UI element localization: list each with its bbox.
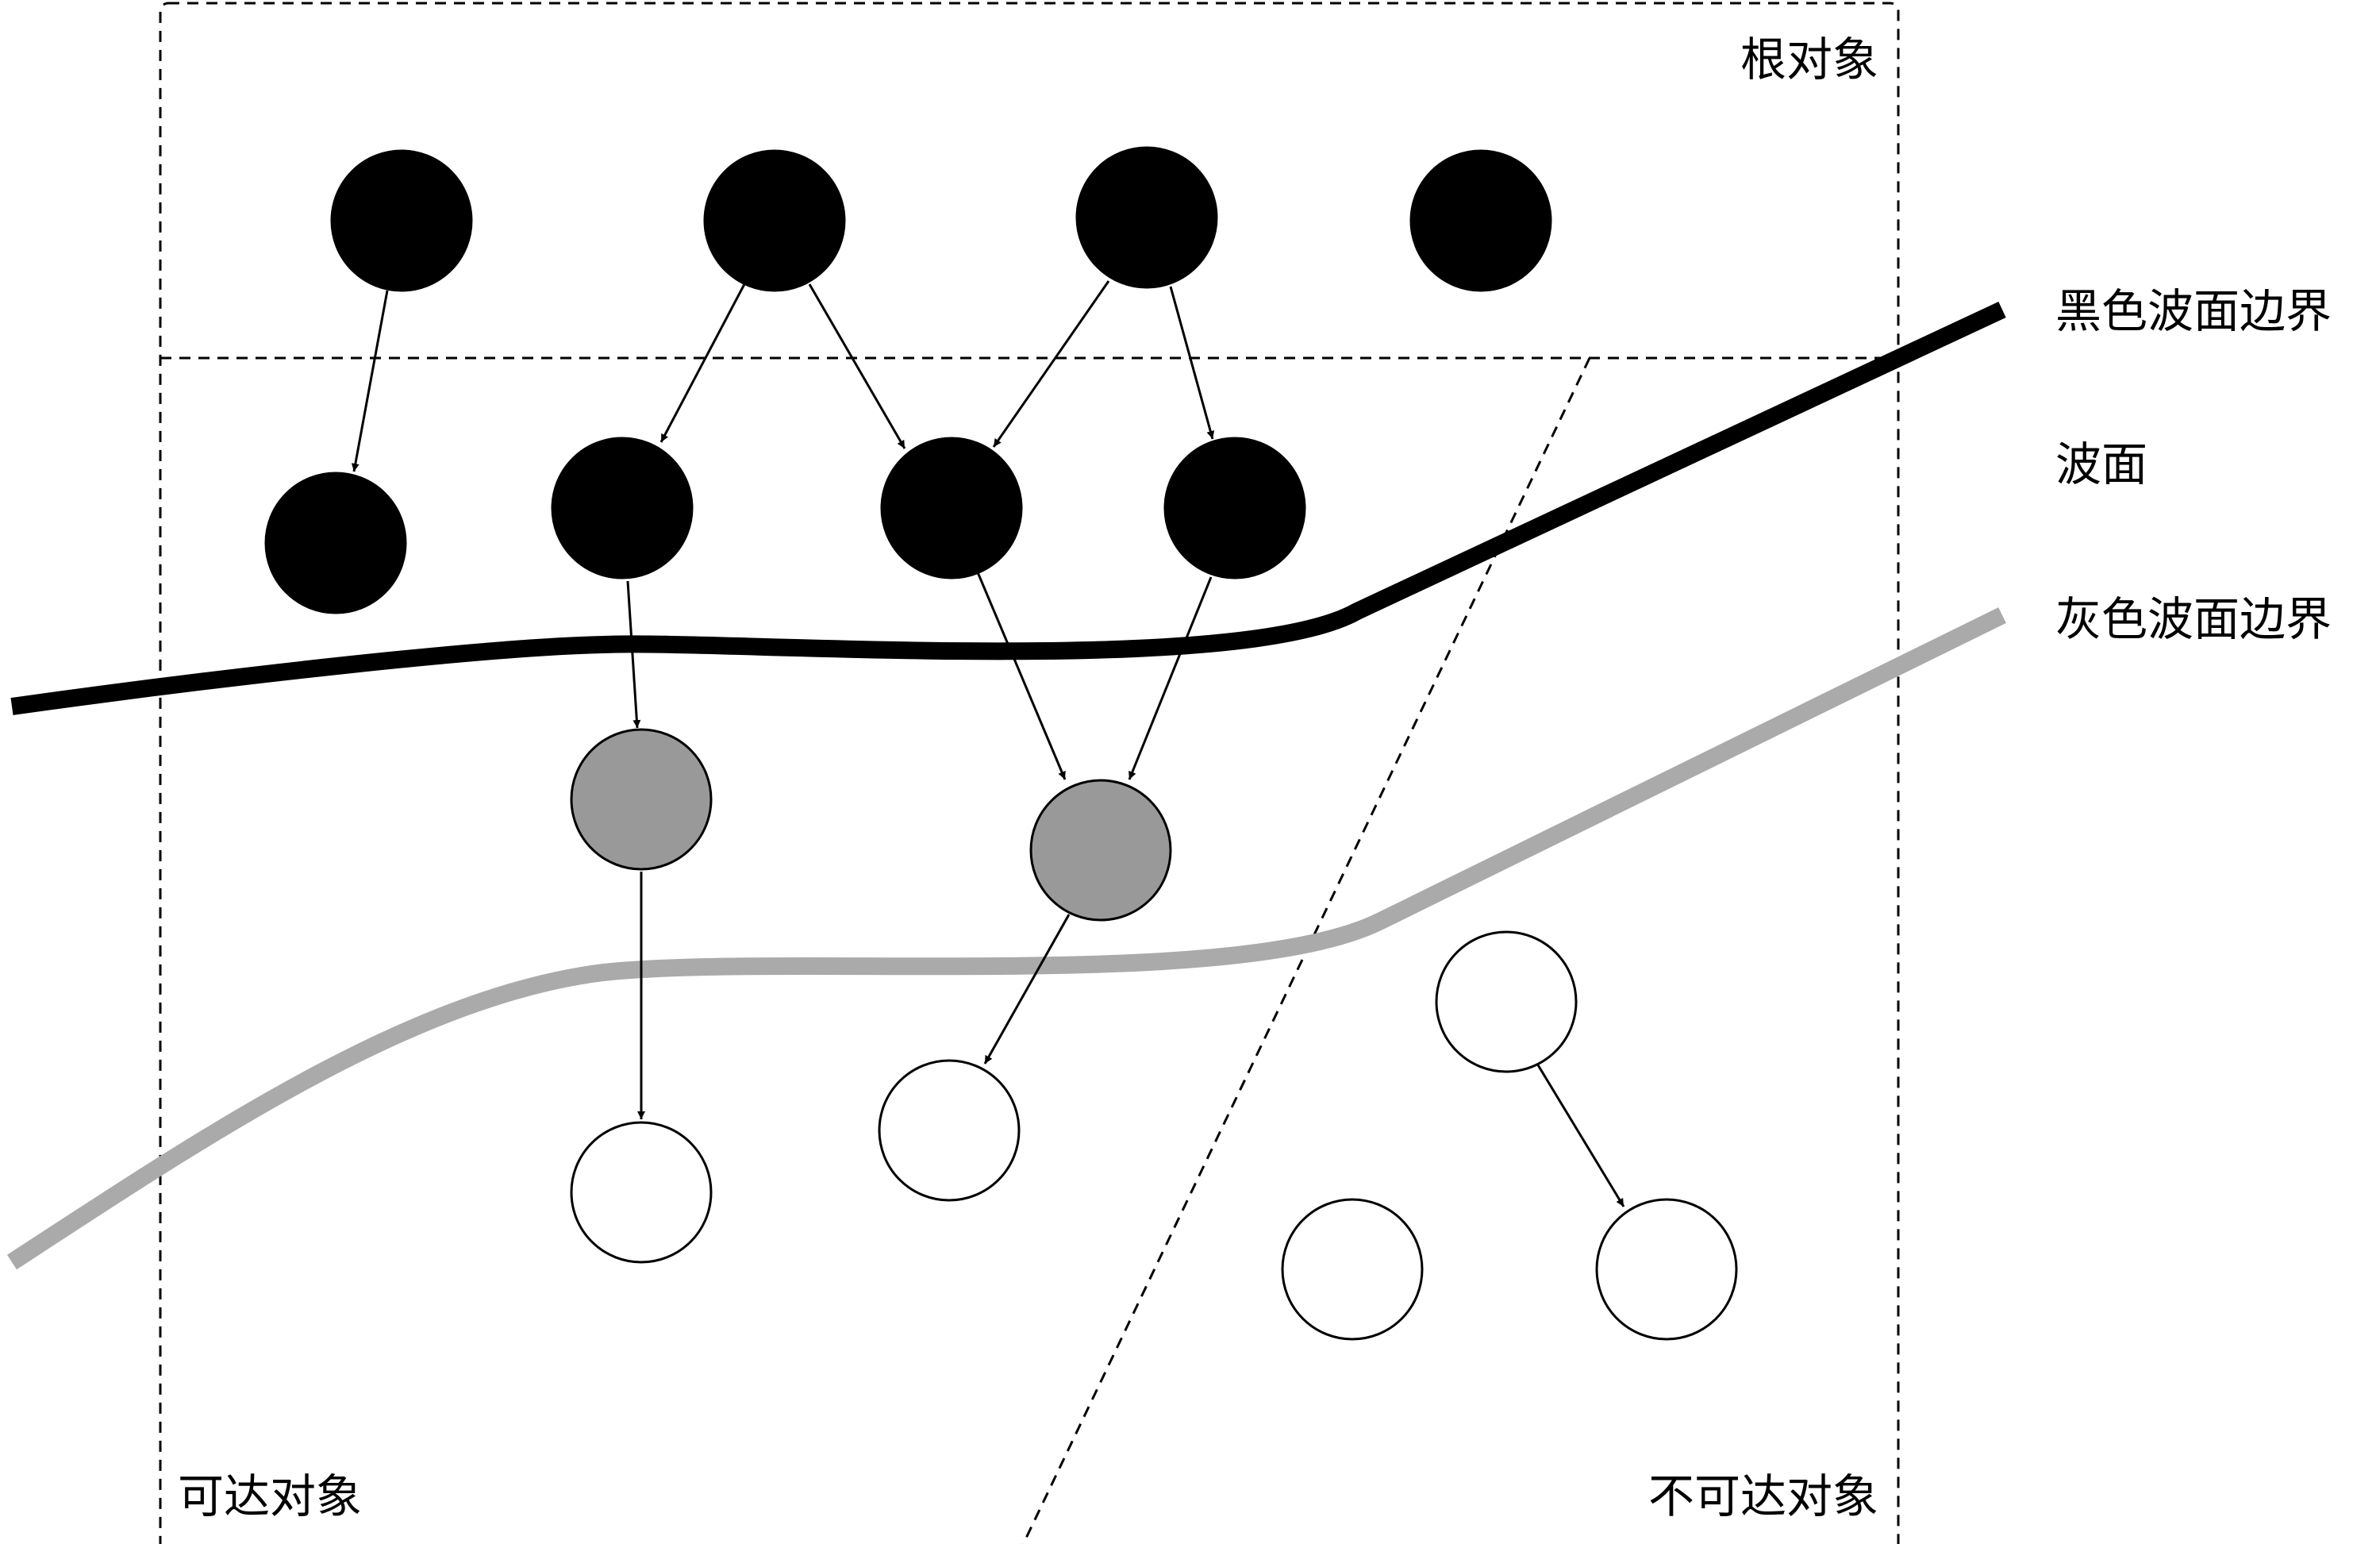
gray-object-node	[1029, 779, 1172, 922]
black-object-node	[1163, 437, 1306, 579]
white-object-node	[1281, 1198, 1424, 1341]
label-root-objects: 根对象	[1740, 33, 1878, 87]
edge-group	[351, 280, 1625, 1207]
white-object-node	[1435, 930, 1578, 1073]
label-black-wavefront: 黑色波面边界	[2055, 284, 2332, 338]
black-object-node	[264, 472, 407, 614]
white-object-node	[570, 1121, 713, 1264]
edge-mid-4-to-gray-2	[1128, 576, 1213, 780]
root-object-node	[1075, 146, 1218, 289]
label-wavefront: 波面	[2055, 437, 2147, 491]
edge-mid-3-to-gray-2	[976, 572, 1067, 780]
edge-root-3-to-mid-3	[992, 280, 1110, 448]
label-unreachable-objects: 不可达对象	[1648, 1469, 1878, 1523]
label-gray-wavefront: 灰色波面边界	[2055, 592, 2332, 646]
white-object-node	[1595, 1198, 1738, 1341]
white-object-node	[878, 1059, 1021, 1202]
black-wavefront-line	[10, 302, 2006, 715]
edge-white-3-to-white-4	[1536, 1063, 1625, 1207]
edge-root-3-to-mid-4	[1169, 286, 1215, 440]
gray-object-node	[570, 728, 713, 871]
black-object-node	[880, 437, 1023, 579]
edge-mid-2-to-gray-1	[626, 580, 641, 729]
label-reachable-objects: 可达对象	[178, 1469, 362, 1523]
root-object-node	[1409, 149, 1552, 292]
edge-gray-2-to-white-2	[983, 914, 1071, 1065]
root-object-node	[703, 149, 846, 292]
node-group	[264, 146, 1738, 1341]
edge-root-2-to-mid-3	[808, 283, 906, 449]
heap-region-box	[159, 2, 1900, 1544]
edge-root-1-to-mid-1	[351, 290, 389, 472]
root-object-node	[330, 149, 473, 292]
edge-root-2-to-mid-2	[659, 283, 746, 443]
gray-wavefront-line	[6, 607, 2006, 1270]
black-object-node	[551, 437, 694, 579]
